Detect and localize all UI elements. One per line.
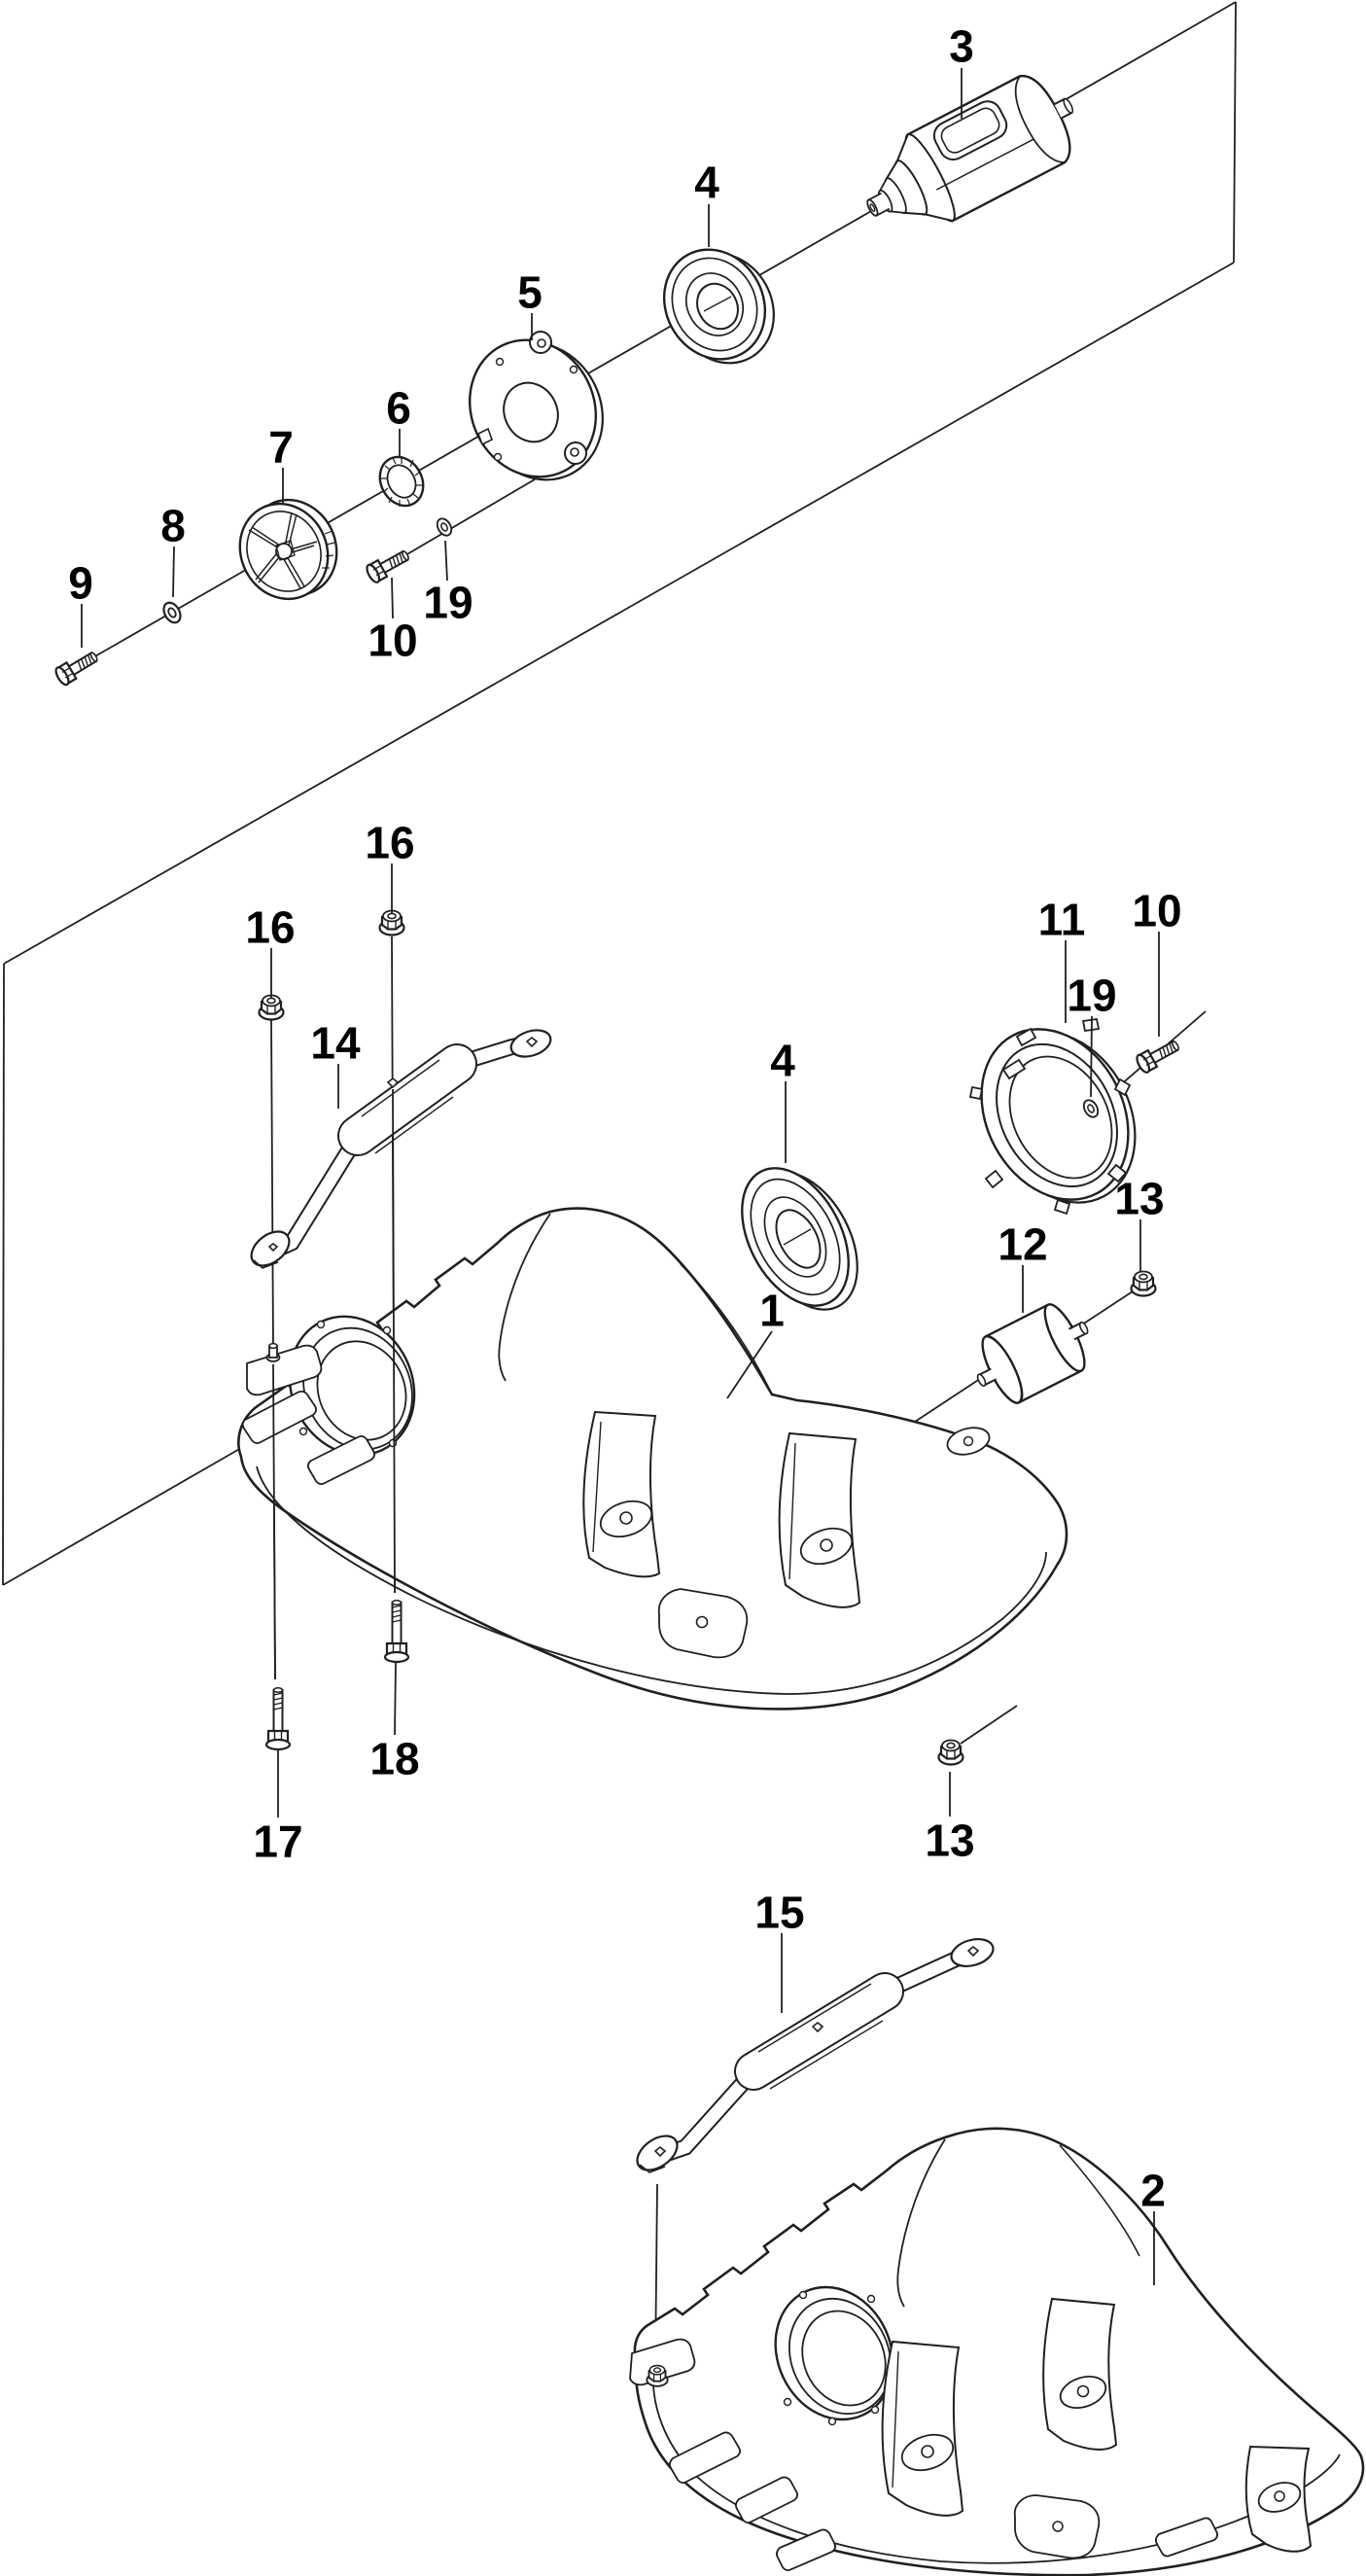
part-washer-19-upper (433, 514, 456, 540)
part-number-label: 19 (423, 578, 473, 628)
part-nut-16-right (378, 909, 405, 936)
callout-17-20: 17 (253, 1750, 303, 1867)
callout-13-18: 13 (1114, 1174, 1165, 1272)
callout-leader-line (1090, 1015, 1093, 1098)
callout-leader-line (391, 577, 394, 619)
callout-9-6: 9 (68, 558, 93, 648)
part-cover-plate-5 (468, 331, 604, 481)
callout-8-5: 8 (160, 501, 186, 598)
part-base-plate-2 (629, 2127, 1365, 2576)
panel-left-edge (2, 963, 5, 1586)
part-number-label: 2 (1140, 2166, 1166, 2216)
part-number-label: 13 (925, 1816, 974, 1866)
part-number-label: 12 (998, 1219, 1047, 1270)
stud-on-plate-1 (265, 1342, 281, 1362)
callout-4-15: 4 (770, 1036, 795, 1163)
part-base-plate-1 (237, 1207, 1068, 1711)
callout-13-19: 13 (925, 1772, 975, 1866)
part-pulley-7 (238, 498, 338, 601)
part-number-label: 13 (1114, 1174, 1164, 1224)
callout-10-7: 10 (368, 577, 418, 666)
part-bearing-4-upper (662, 248, 775, 365)
callout-2-23: 2 (1140, 2166, 1166, 2285)
panel-right-edge (1233, 1, 1237, 264)
part-number-label: 11 (1038, 895, 1086, 945)
part-bearing-4-middle (741, 1167, 858, 1311)
part-number-label: 16 (245, 902, 295, 953)
part-number-label: 8 (160, 501, 186, 551)
callout-leader-line (444, 540, 448, 582)
part-number-label: 18 (369, 1734, 419, 1784)
part-bolt-18 (383, 1599, 410, 1664)
callout-5-2: 5 (517, 267, 543, 340)
part-nut-13-upper (1130, 1270, 1157, 1297)
part-bolt-10-middle (1133, 1035, 1183, 1076)
part-bolt-17 (264, 1686, 292, 1751)
callout-11-12: 11 (1038, 895, 1086, 1023)
callout-10-14: 10 (1132, 886, 1182, 1037)
part-number-label: 5 (517, 267, 543, 318)
part-washer-8 (158, 598, 186, 627)
part-ring-6 (378, 455, 425, 508)
panel-bottom-edge (3, 262, 1235, 965)
part-number-label: 10 (368, 616, 417, 666)
part-number-label: 9 (68, 558, 93, 609)
part-exciter-3 (866, 75, 1074, 223)
callout-16-9: 16 (365, 818, 415, 914)
part-number-label: 7 (268, 422, 294, 473)
part-nut-16-left (258, 994, 285, 1021)
part-number-label: 4 (694, 158, 719, 208)
part-rubber-mount-12 (976, 1303, 1089, 1404)
callout-1-16: 1 (726, 1286, 785, 1399)
callout-leader-line (172, 546, 175, 598)
callout-14-11: 14 (310, 1018, 361, 1109)
part-nut-13-lower (937, 1739, 964, 1766)
part-bolt-10-upper (363, 545, 413, 585)
callout-3: 3 (949, 21, 974, 119)
part-number-label: 19 (1067, 970, 1116, 1021)
callout-19-8: 19 (423, 540, 473, 628)
callout-15-22: 15 (754, 1888, 805, 2013)
part-number-label: 10 (1132, 886, 1181, 936)
part-strap-15 (636, 1938, 995, 2173)
callout-leader-line (394, 1662, 397, 1736)
part-number-label: 6 (386, 383, 411, 434)
callout-7-4: 7 (268, 422, 294, 504)
assembly-verticals-over-plate (272, 1088, 396, 1680)
callout-18-21: 18 (369, 1662, 420, 1784)
axis-nut13-lower (960, 1705, 1018, 1745)
callout-12-17: 12 (998, 1219, 1048, 1313)
part-number-label: 17 (253, 1817, 302, 1867)
callout-leader-line (726, 1330, 773, 1399)
part-number-label: 16 (365, 818, 414, 868)
part-number-label: 3 (949, 21, 974, 72)
part-nut-on-plate-2-corner (646, 2364, 669, 2387)
part-bolt-9 (52, 646, 102, 688)
callout-4-1: 4 (694, 158, 719, 247)
part-number-label: 15 (754, 1888, 804, 1938)
callout-16-10: 16 (245, 902, 296, 998)
part-strap-14 (250, 1029, 552, 1269)
part-number-label: 4 (770, 1036, 795, 1086)
callout-19-13: 19 (1067, 970, 1117, 1098)
part-number-label: 14 (310, 1018, 361, 1069)
part-number-label: 1 (759, 1286, 785, 1336)
callout-6-3: 6 (386, 383, 411, 456)
